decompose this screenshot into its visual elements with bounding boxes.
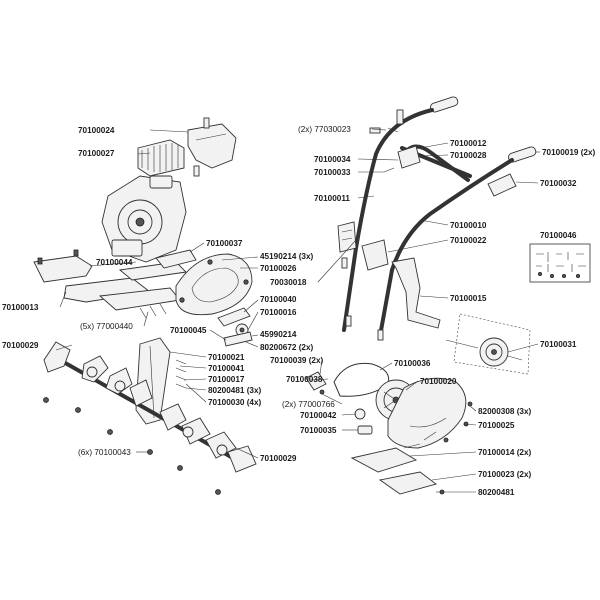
- part-label: (2x) 77030023: [298, 125, 351, 134]
- part-label: 70100022: [450, 236, 487, 245]
- part-label: 70100033: [314, 168, 351, 177]
- part-label: 70100015: [450, 294, 487, 303]
- part-label: 45990214: [260, 330, 297, 339]
- part-label: 70100013: [2, 303, 39, 312]
- part-label: 70100019 (2x): [542, 148, 596, 157]
- part-label: 70100038: [286, 375, 323, 384]
- part-label: 70100041: [208, 364, 245, 373]
- tine-assembly: [43, 337, 257, 495]
- frame-assembly: [33, 249, 253, 349]
- part-label: 70100036: [394, 359, 431, 368]
- part-label: 70100037: [206, 239, 243, 248]
- part-label: 70100031: [540, 340, 577, 349]
- part-label: 70100034: [314, 155, 351, 164]
- part-label: 70100021: [208, 353, 245, 362]
- part-label: 82000308 (3x): [478, 407, 532, 416]
- part-label: (6x) 70100043: [78, 448, 131, 457]
- part-label: 80200481 (3x): [208, 386, 262, 395]
- part-label: 70100039 (2x): [270, 356, 324, 365]
- part-label: 70100025: [478, 421, 515, 430]
- part-label: (5x) 77000440: [80, 322, 133, 331]
- part-label: 70100045: [170, 326, 207, 335]
- leader-lines: [55, 128, 540, 493]
- part-label: (2x) 77000766: [282, 400, 335, 409]
- part-label: 70100012: [450, 139, 487, 148]
- hardware-kit: [529, 243, 591, 283]
- part-label: 70100044: [96, 258, 133, 267]
- part-label: 70100024: [78, 126, 115, 135]
- part-label: 70100023 (2x): [478, 470, 532, 479]
- part-label: 70100014 (2x): [478, 448, 532, 457]
- part-label: 80200481: [478, 488, 515, 497]
- part-label: 70100017: [208, 375, 245, 384]
- part-label: 70100029: [260, 454, 297, 463]
- part-label: 70100030 (4x): [208, 398, 262, 407]
- part-label: 70100027: [78, 149, 115, 158]
- part-label: 70100026: [260, 264, 297, 273]
- part-label: 70100040: [260, 295, 297, 304]
- part-label: 70100016: [260, 308, 297, 317]
- handle-assembly: [337, 96, 537, 341]
- part-label: 80200672 (2x): [260, 343, 314, 352]
- part-label: 70100042: [300, 411, 337, 420]
- part-label: 70100029: [2, 341, 39, 350]
- part-label: 70100028: [450, 151, 487, 160]
- part-label: 70030018: [270, 278, 307, 287]
- part-labels: 70100024 70100027 70100037 70100044 4519…: [2, 125, 596, 497]
- part-label: 70100011: [314, 194, 350, 203]
- wheel-assembly: [445, 313, 531, 375]
- part-label: 70100035: [300, 426, 337, 435]
- part-label: 70100010: [450, 221, 487, 230]
- part-label: 70100046: [540, 231, 577, 240]
- engine-assembly: [101, 117, 237, 263]
- part-label: 70100032: [540, 179, 577, 188]
- part-label: 45190214 (3x): [260, 252, 314, 261]
- part-label: 70100020: [420, 377, 457, 386]
